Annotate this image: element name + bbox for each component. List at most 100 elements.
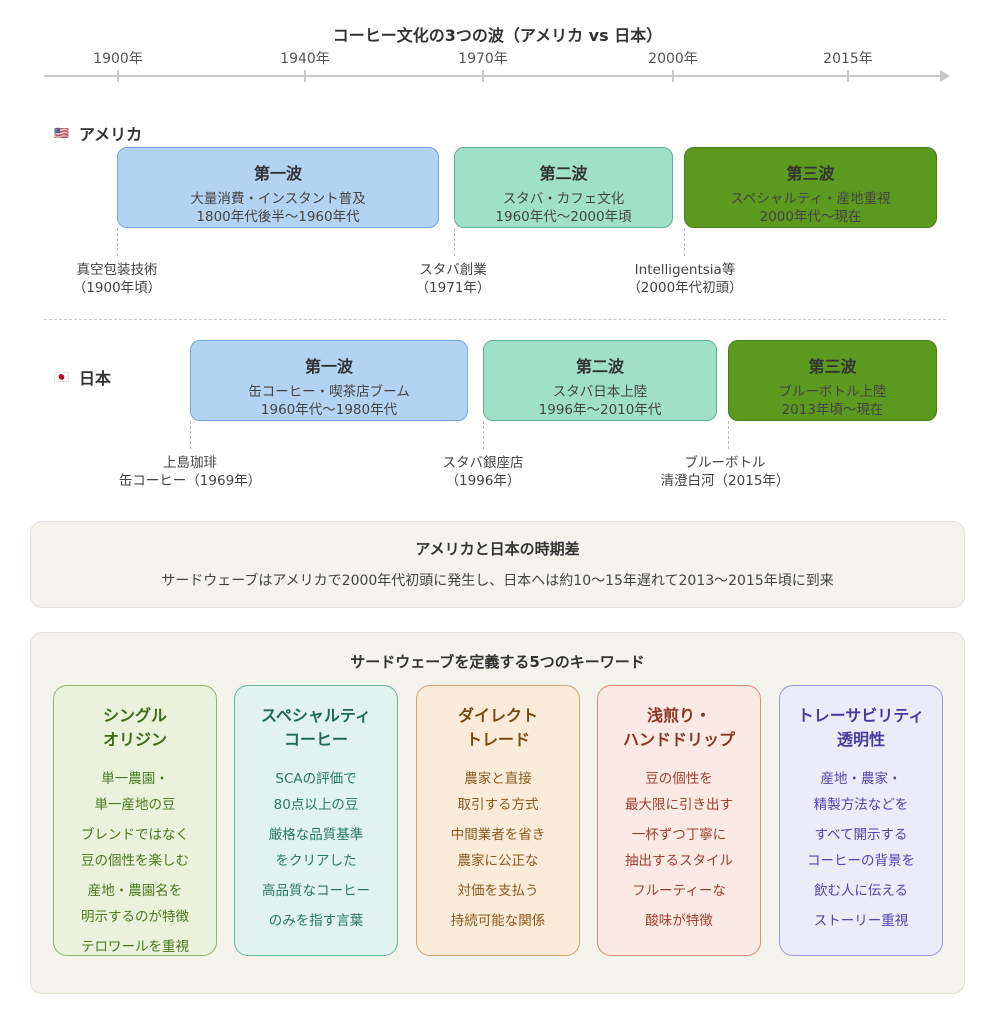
panel-text: サードウェーブはアメリカで2000年代初頭に発生し、日本へは約10〜15年遅れて… (161, 573, 834, 589)
japan-label: 🇯🇵 日本 (54, 365, 111, 389)
connector-line (728, 421, 729, 449)
card-line: 持続可能な関係 (450, 913, 546, 929)
connector-line (454, 228, 455, 256)
connector-line (684, 228, 685, 256)
wave-title: 第一波 (253, 164, 302, 183)
panel-title: アメリカと日本の時期差 (415, 540, 580, 558)
jp-annotation-1: 上島珈琲缶コーヒー（1969年） (90, 454, 290, 490)
wave-desc: スタバ日本上陸 (552, 384, 648, 400)
card-line: 一杯ずつ丁寧に 抽出するスタイル (625, 827, 733, 869)
wave-title: 第三波 (808, 357, 857, 376)
annotation-line: スタバ銀座店 (442, 455, 524, 471)
keyword-card-specialty: スペシャルティ コーヒー SCAの評価で 80点以上の豆 厳格な品質基準 をクリ… (234, 685, 398, 956)
annotation-line: （2000年代初頭） (627, 280, 743, 296)
us-wave-3: 第三波 スペシャルティ・産地重視 2000年代〜現在 (684, 147, 937, 228)
keyword-card-traceability: トレーサビリティ 透明性 産地・農家・ 精製方法などを すべて開示する コーヒー… (779, 685, 943, 956)
card-line: ストーリー重視 (813, 913, 909, 929)
tick-label: 2015年 (823, 51, 873, 67)
axis-arrow-icon (940, 70, 950, 82)
wave-desc: スペシャルティ・産地重視 (730, 191, 891, 207)
tick-label: 1940年 (280, 51, 330, 67)
tick-label: 2000年 (648, 51, 698, 67)
jp-annotation-2: スタバ銀座店 （1996年） (383, 454, 583, 490)
card-line: 高品質なコーヒー (262, 883, 370, 899)
annotation-line: 缶コーヒー（1969年） (118, 473, 262, 489)
annotation-line: 清澄白河（2015年） (660, 473, 790, 489)
row-label-text: アメリカ (78, 125, 143, 144)
panel-title: サードウェーブを定義する5つのキーワード (350, 653, 645, 671)
annotation-line: 真空包装技術 (76, 262, 158, 278)
us-annotation-1: 真空包装技術 （1900年頃） (17, 261, 217, 297)
keyword-card-light-roast: 浅煎り・ ハンドドリップ 豆の個性を 最大限に引き出す 一杯ずつ丁寧に 抽出する… (597, 685, 761, 956)
wave-desc: スタバ・カフェ文化 (502, 191, 625, 207)
wave-title: 第二波 (575, 357, 624, 376)
tick-mark (117, 70, 119, 82)
wave-period: 1960年代〜2000年頃 (495, 209, 632, 225)
diagram-title: コーヒー文化の3つの波（アメリカ vs 日本） (332, 26, 663, 45)
card-line: 飲む人に伝える (813, 883, 909, 899)
wave-title: 第二波 (539, 164, 588, 183)
card-line: 厳格な品質基準 をクリアした (268, 827, 364, 869)
card-line: のみを指す言葉 (268, 913, 364, 929)
us-annotation-3: Intelligentsia等 （2000年代初頭） (585, 261, 785, 297)
jp-wave-3: 第三波 ブルーボトル上陸 2013年頃〜現在 (728, 340, 937, 421)
tick-label: 1970年 (458, 51, 508, 67)
us-flag-icon: 🇺🇸 (54, 126, 69, 140)
us-wave-1: 第一波 大量消費・インスタント普及 1800年代後半〜1960年代 (117, 147, 439, 228)
annotation-line: Intelligentsia等 (634, 262, 736, 278)
annotation-line: （1971年） (415, 280, 491, 296)
wave-title: 第一波 (304, 357, 353, 376)
annotation-line: （1900年頃） (72, 280, 162, 296)
tick-mark (847, 70, 849, 82)
wave-period: 2013年頃〜現在 (781, 402, 884, 418)
card-line: 対価を支払う (457, 883, 539, 899)
card-line: 豆の個性を 最大限に引き出す (625, 771, 733, 813)
us-wave-2: 第二波 スタバ・カフェ文化 1960年代〜2000年頃 (454, 147, 673, 228)
card-line: 酸味が特徴 (645, 913, 713, 929)
jp-annotation-3: ブルーボトル清澄白河（2015年） (625, 454, 825, 490)
america-label: 🇺🇸 アメリカ (54, 121, 142, 145)
connector-line (483, 421, 484, 449)
card-title: スペシャルティ コーヒー (261, 706, 371, 749)
card-title: ダイレクト トレード (457, 706, 538, 749)
annotation-line: （1996年） (445, 473, 521, 489)
card-line: テロワールを重視 (81, 939, 189, 955)
keyword-card-single-origin: シングル オリジン 単一農園・ 単一産地の豆 ブレンドではなく 豆の個性を楽しむ… (53, 685, 217, 956)
tick-mark (672, 70, 674, 82)
card-line: ブレンドではなく 豆の個性を楽しむ (81, 827, 189, 869)
card-line: 単一農園・ 単一産地の豆 (94, 771, 176, 813)
connector-line (117, 228, 118, 256)
wave-desc: 大量消費・インスタント普及 (190, 191, 366, 207)
us-annotation-2: スタバ創業 （1971年） (353, 261, 553, 297)
tick-mark (482, 70, 484, 82)
row-divider (44, 319, 946, 320)
wave-period: 1800年代後半〜1960年代 (196, 209, 360, 225)
wave-period: 1960年代〜1980年代 (260, 402, 398, 418)
card-line: 中間業者を省き 農家に公正な (450, 827, 546, 869)
card-line: フルーティーな (632, 883, 726, 899)
row-label-text: 日本 (78, 369, 111, 388)
timeline-axis (44, 75, 946, 77)
wave-desc: ブルーボトル上陸 (778, 384, 887, 400)
wave-period: 2000年代〜現在 (759, 209, 862, 225)
card-title: トレーサビリティ 透明性 (797, 706, 925, 749)
jp-flag-icon: 🇯🇵 (54, 370, 69, 384)
card-title: シングル オリジン (102, 706, 167, 749)
connector-line (190, 421, 191, 449)
card-line: 産地・農家・ 精製方法などを (813, 771, 909, 813)
wave-title: 第三波 (786, 164, 835, 183)
keyword-card-direct-trade: ダイレクト トレード 農家と直接 取引する方式 中間業者を省き 農家に公正な 対… (416, 685, 580, 956)
annotation-line: 上島珈琲 (163, 455, 217, 471)
jp-wave-1: 第一波 缶コーヒー・喫茶店ブーム 1960年代〜1980年代 (190, 340, 468, 421)
card-line: すべて開示する コーヒーの背景を (807, 827, 915, 869)
card-line: 農家と直接 取引する方式 (457, 771, 539, 813)
time-gap-panel: アメリカと日本の時期差 サードウェーブはアメリカで2000年代初頭に発生し、日本… (30, 521, 965, 608)
tick-label: 1900年 (93, 51, 143, 67)
card-line: SCAの評価で 80点以上の豆 (273, 771, 359, 813)
card-title: 浅煎り・ ハンドドリップ (622, 706, 735, 749)
tick-mark (304, 70, 306, 82)
card-line: 産地・農園名を 明示するのが特徴 (81, 883, 189, 925)
annotation-line: ブルーボトル (684, 455, 766, 471)
wave-period: 1996年〜2010年代 (538, 402, 662, 418)
annotation-line: スタバ創業 (419, 262, 487, 278)
